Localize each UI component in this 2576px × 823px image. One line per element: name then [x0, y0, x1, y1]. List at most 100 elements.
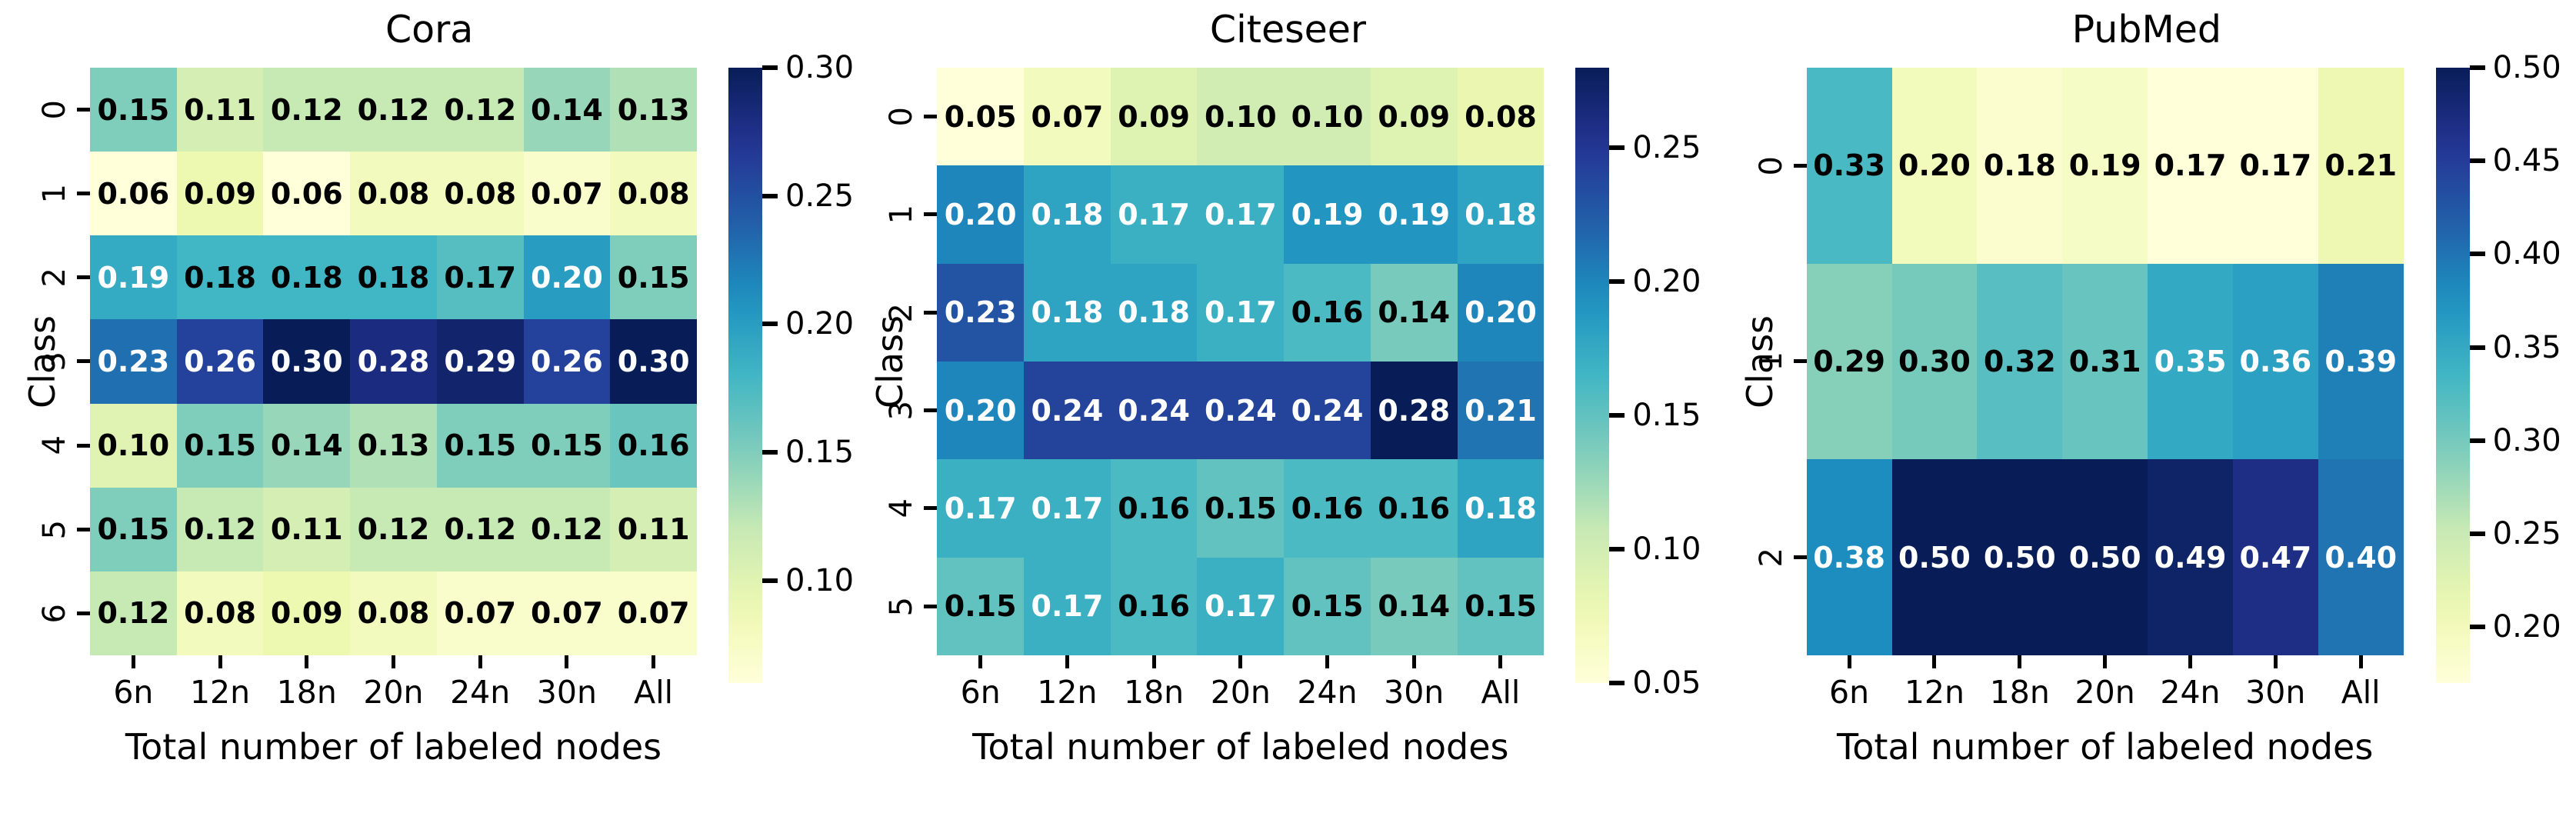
colorbar-tick: 0.45: [2469, 143, 2561, 179]
y-tick: 2: [36, 235, 90, 319]
colorbar-gradient-citeseer: [1575, 68, 1610, 683]
heatmap-cell: 0.06: [263, 152, 351, 236]
heatmap-cell: 0.23: [90, 319, 177, 404]
heatmap-cell: 0.17: [1197, 557, 1285, 655]
colorbar-tick: 0.50: [2469, 52, 2561, 83]
heatmap-cell: 0.11: [610, 487, 697, 571]
x-tick-mark: [218, 655, 222, 668]
heatmap-cell: 0.20: [523, 235, 611, 320]
heatmap-cell: 0.30: [610, 319, 697, 404]
y-tick: 1: [883, 165, 938, 263]
colorbar-tick: 0.25: [762, 181, 854, 212]
heatmap-cell: 0.17: [1024, 459, 1111, 558]
x-tick: 24n: [1284, 655, 1371, 708]
y-tick: 2: [1753, 459, 1807, 655]
heatmap-cell: 0.15: [436, 403, 524, 488]
x-tick: 20n: [2062, 655, 2148, 708]
x-tick: 12n: [1024, 655, 1111, 708]
y-tick-mark: [77, 611, 90, 615]
colorbar-tick-label: 0.15: [1632, 398, 1701, 434]
colorbar-tick-mark: [2469, 625, 2485, 630]
x-tick-label: 24n: [450, 674, 511, 711]
x-tick-mark: [391, 655, 395, 668]
heatmap-cell: 0.17: [2148, 68, 2233, 264]
colorbar-tick: 0.35: [2469, 332, 2561, 363]
heatmap-cell: 0.18: [1457, 165, 1545, 264]
heatmap-cell: 0.12: [350, 487, 437, 571]
heatmap-cell: 0.12: [436, 487, 524, 571]
heatmap-cell: 0.24: [1110, 362, 1198, 460]
heatmap-cell: 0.21: [1457, 362, 1545, 460]
heatmap-cell: 0.30: [263, 319, 351, 404]
heatmap-cell: 0.15: [937, 557, 1025, 655]
x-tick-mark: [478, 655, 482, 668]
heatmap-cell: 0.24: [1024, 362, 1111, 460]
y-tick: 5: [36, 488, 90, 571]
x-tick-label: 18n: [276, 674, 337, 711]
colorbar-tick-mark: [1609, 279, 1625, 285]
y-tick-label: 1: [37, 183, 72, 204]
heatmap-cell: 0.14: [523, 68, 611, 152]
y-tick-mark: [77, 527, 90, 531]
x-tick-mark: [1847, 655, 1851, 668]
heatmap-cell: 0.28: [1370, 362, 1458, 460]
colorbar-tick: 0.25: [2469, 518, 2561, 549]
colorbar-tick: 0.05: [1609, 668, 1701, 698]
heatmap-cell: 0.16: [1284, 459, 1371, 558]
x-tick-mark: [1411, 655, 1416, 668]
heatmap-cell: 0.30: [1891, 263, 1978, 460]
y-tick-mark: [924, 115, 938, 119]
y-tick-label: 4: [37, 435, 72, 455]
heatmap-cell: 0.17: [1197, 263, 1285, 362]
panel-title-citeseer: Citeseer: [1209, 8, 1367, 52]
x-tick-label: All: [2341, 674, 2381, 711]
colorbar-tick-mark: [762, 193, 778, 198]
x-tick-label: 20n: [2074, 674, 2135, 711]
x-tick-mark: [1238, 655, 1243, 668]
x-tick-label: 18n: [1124, 674, 1185, 711]
x-tick-mark: [131, 655, 135, 668]
heatmap-cell: 0.18: [176, 235, 264, 320]
x-tick: 18n: [1111, 655, 1198, 708]
heatmap-cell: 0.18: [1024, 263, 1111, 362]
heatmap-cell: 0.15: [90, 68, 177, 152]
heatmap-cell: 0.12: [350, 68, 437, 152]
y-tick-mark: [924, 506, 938, 511]
y-tick: 4: [36, 404, 90, 488]
heatmap-cell: 0.33: [1806, 68, 1892, 264]
x-tick-mark: [1932, 655, 1937, 668]
x-tick: 30n: [2233, 655, 2318, 708]
y-tick: 0: [36, 68, 90, 152]
y-tick-label: 0: [884, 106, 920, 127]
x-tick-mark: [651, 655, 656, 668]
heatmap-cell: 0.07: [1024, 68, 1111, 166]
heatmap-cell: 0.20: [1457, 263, 1545, 362]
colorbar-tick-mark: [762, 450, 778, 455]
heatmap-cell: 0.18: [1977, 68, 2063, 264]
heatmap-cell: 0.18: [1457, 459, 1545, 558]
colorbar-tick-label: 0.10: [785, 562, 855, 598]
colorbar-tick: 0.30: [762, 52, 854, 83]
x-tick-label: 6n: [113, 674, 154, 711]
colorbar-tick-label: 0.45: [2492, 143, 2561, 179]
x-tick-mark: [2358, 655, 2363, 668]
x-axis-label-citeseer: Total number of labeled nodes: [972, 726, 1509, 768]
x-tick: 24n: [2148, 655, 2233, 708]
colorbar-tick-mark: [1609, 681, 1625, 685]
x-tick-label: All: [1481, 674, 1521, 711]
y-tick-label: 5: [37, 519, 72, 539]
heatmap-cell: 0.17: [1024, 557, 1111, 655]
colorbar-tick: 0.20: [762, 308, 854, 339]
x-tick-mark: [978, 655, 983, 668]
y-tick-label: 0: [37, 99, 72, 120]
heatmap-cell: 0.18: [350, 235, 437, 320]
colorbar-tick-label: 0.20: [785, 306, 855, 342]
y-tick: 1: [1753, 264, 1807, 460]
heatmap-cell: 0.47: [2232, 459, 2318, 655]
